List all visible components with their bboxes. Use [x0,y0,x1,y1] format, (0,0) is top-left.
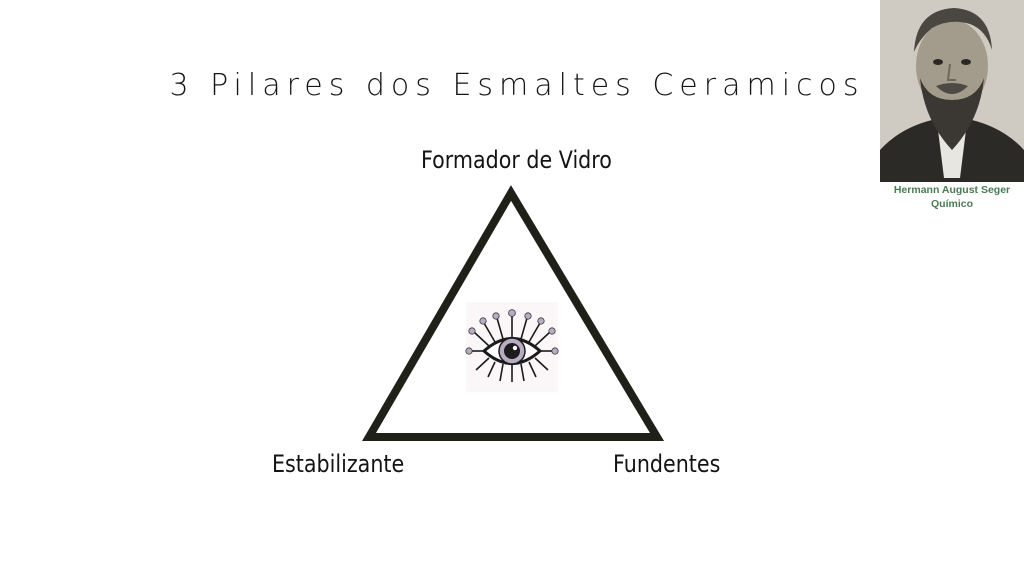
portrait-photo [880,0,1024,182]
left-vertex-label: Estabilizante [272,450,405,478]
caption-name: Hermann August Seger [893,184,1011,196]
top-vertex-label: Formador de Vidro [421,146,612,174]
eye-icon [465,302,559,392]
slide-title: 3 Pilares dos Esmaltes Ceramicos [169,68,865,103]
portrait-caption: Hermann August Seger Químico [876,183,1024,211]
triangle-outline [362,185,665,441]
right-vertex-label: Fundentes [613,450,721,478]
caption-role: Químico [930,198,973,210]
